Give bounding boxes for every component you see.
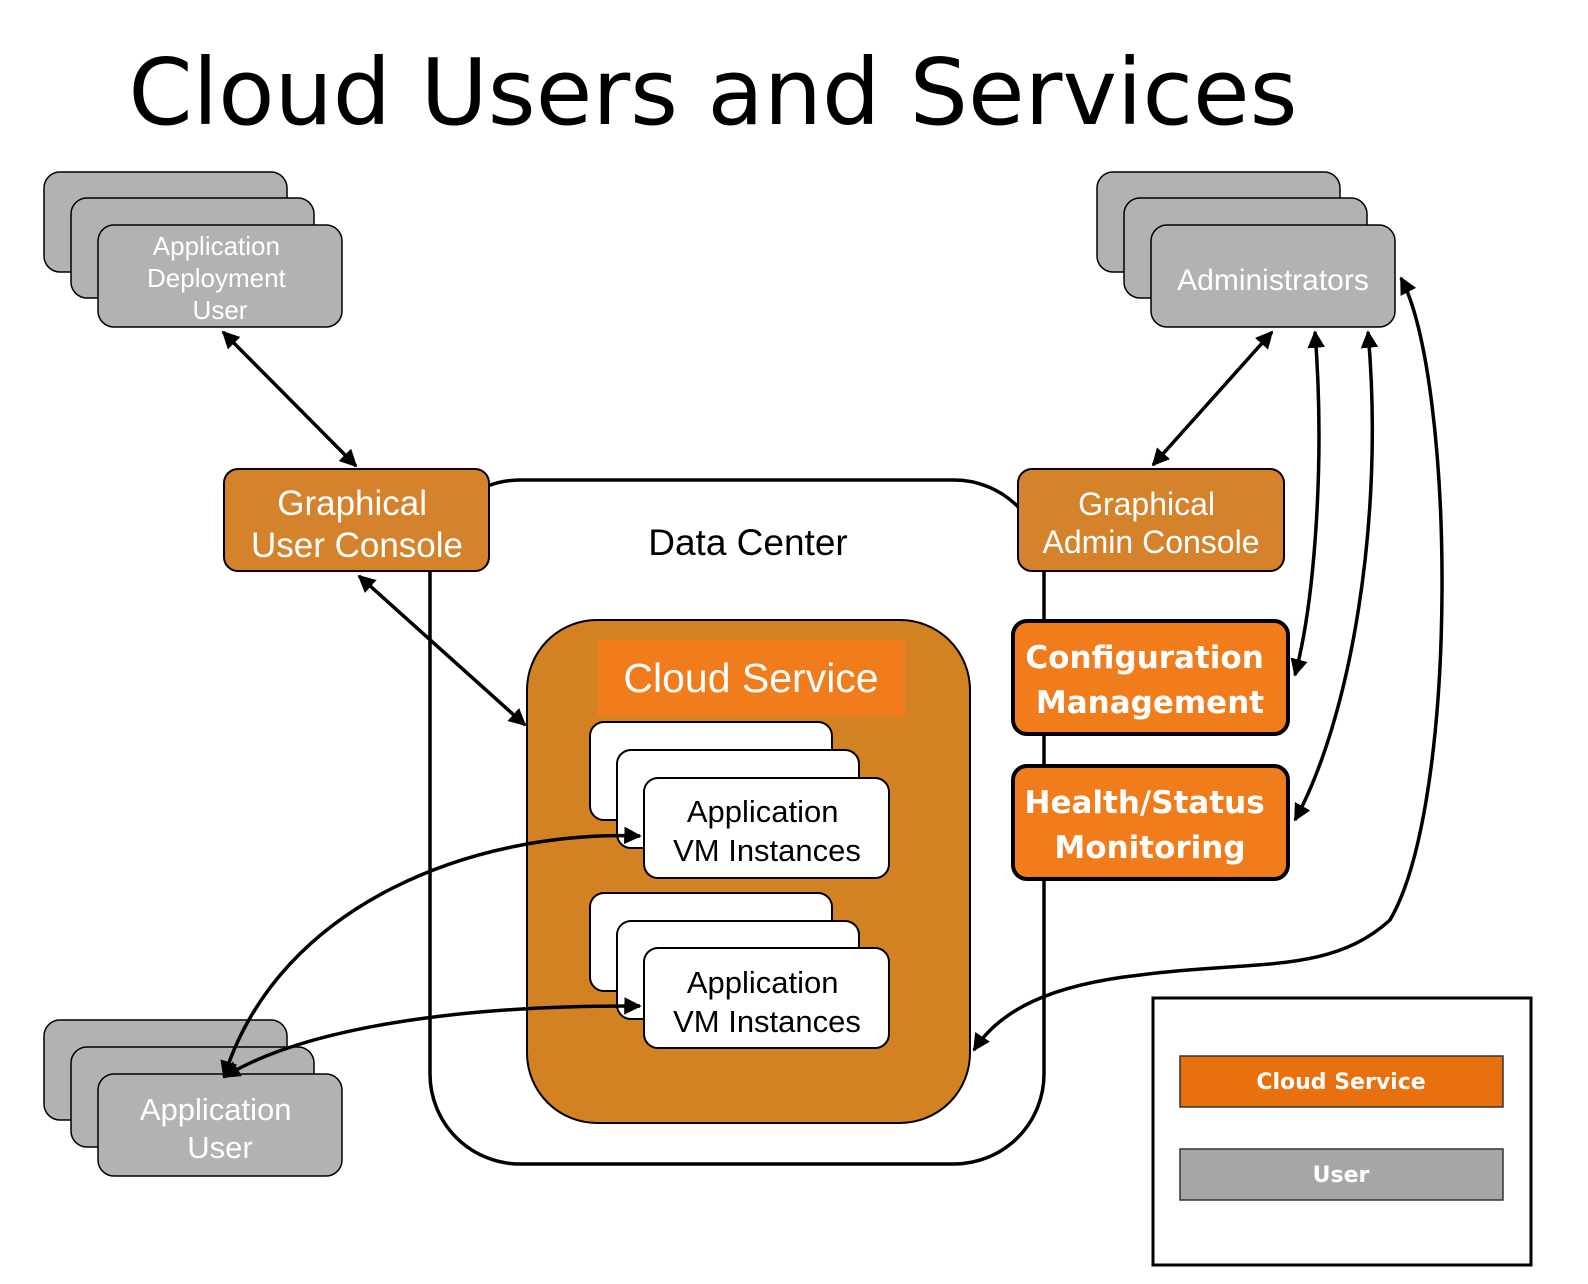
connector-vm-group-2-to-application-user	[222, 997, 642, 1079]
administrators: Administrators	[1096, 171, 1396, 328]
connector-user-console-to-cloud-service	[357, 574, 527, 727]
page-title: Cloud Users and Services	[128, 39, 1297, 146]
administrators-label: Administrators	[1177, 264, 1369, 297]
vm-instances-1-label: Application VM Instances	[673, 794, 861, 868]
deployment-user-label: Application Deployment User	[147, 231, 293, 325]
cloud-service-header	[597, 640, 905, 717]
connector-administrators-to-cloud-service	[972, 276, 1444, 1052]
connector-administrators-to-admin-console	[1151, 330, 1274, 467]
health-status-monitoring: Health/Status Monitoring	[1011, 764, 1290, 881]
legend-label-user: User	[1313, 1163, 1370, 1188]
legend: Cloud Service User	[1151, 996, 1533, 1267]
vm-instances-2-label: Application VM Instances	[673, 965, 861, 1039]
configuration-management: Configuration Management	[1011, 619, 1290, 736]
legend-swatch-user	[1179, 1148, 1504, 1201]
legend-label-cloud-service: Cloud Service	[1256, 1070, 1425, 1095]
vm-instances-group-2: Application VM Instances	[589, 892, 890, 1049]
connectors	[220, 276, 1444, 1079]
application-user-label: Application User	[140, 1092, 300, 1165]
user-console-label: Graphical User Console	[251, 484, 463, 565]
data-center-label: Data Center	[648, 522, 848, 563]
cloud-service-label: Cloud Service	[623, 655, 878, 701]
legend-swatch-cloud-service	[1179, 1055, 1504, 1108]
graphical-admin-console: Graphical Admin Console	[1017, 468, 1285, 572]
connector-administrators-to-health-monitoring	[1293, 330, 1379, 822]
application-deployment-user: Application Deployment User	[43, 171, 343, 328]
vm-instances-group-1: Application VM Instances	[589, 721, 890, 879]
graphical-user-console: Graphical User Console	[223, 468, 490, 572]
connector-administrators-to-config-mgmt	[1290, 330, 1325, 677]
connector-deployment-user-to-user-console	[221, 330, 358, 468]
